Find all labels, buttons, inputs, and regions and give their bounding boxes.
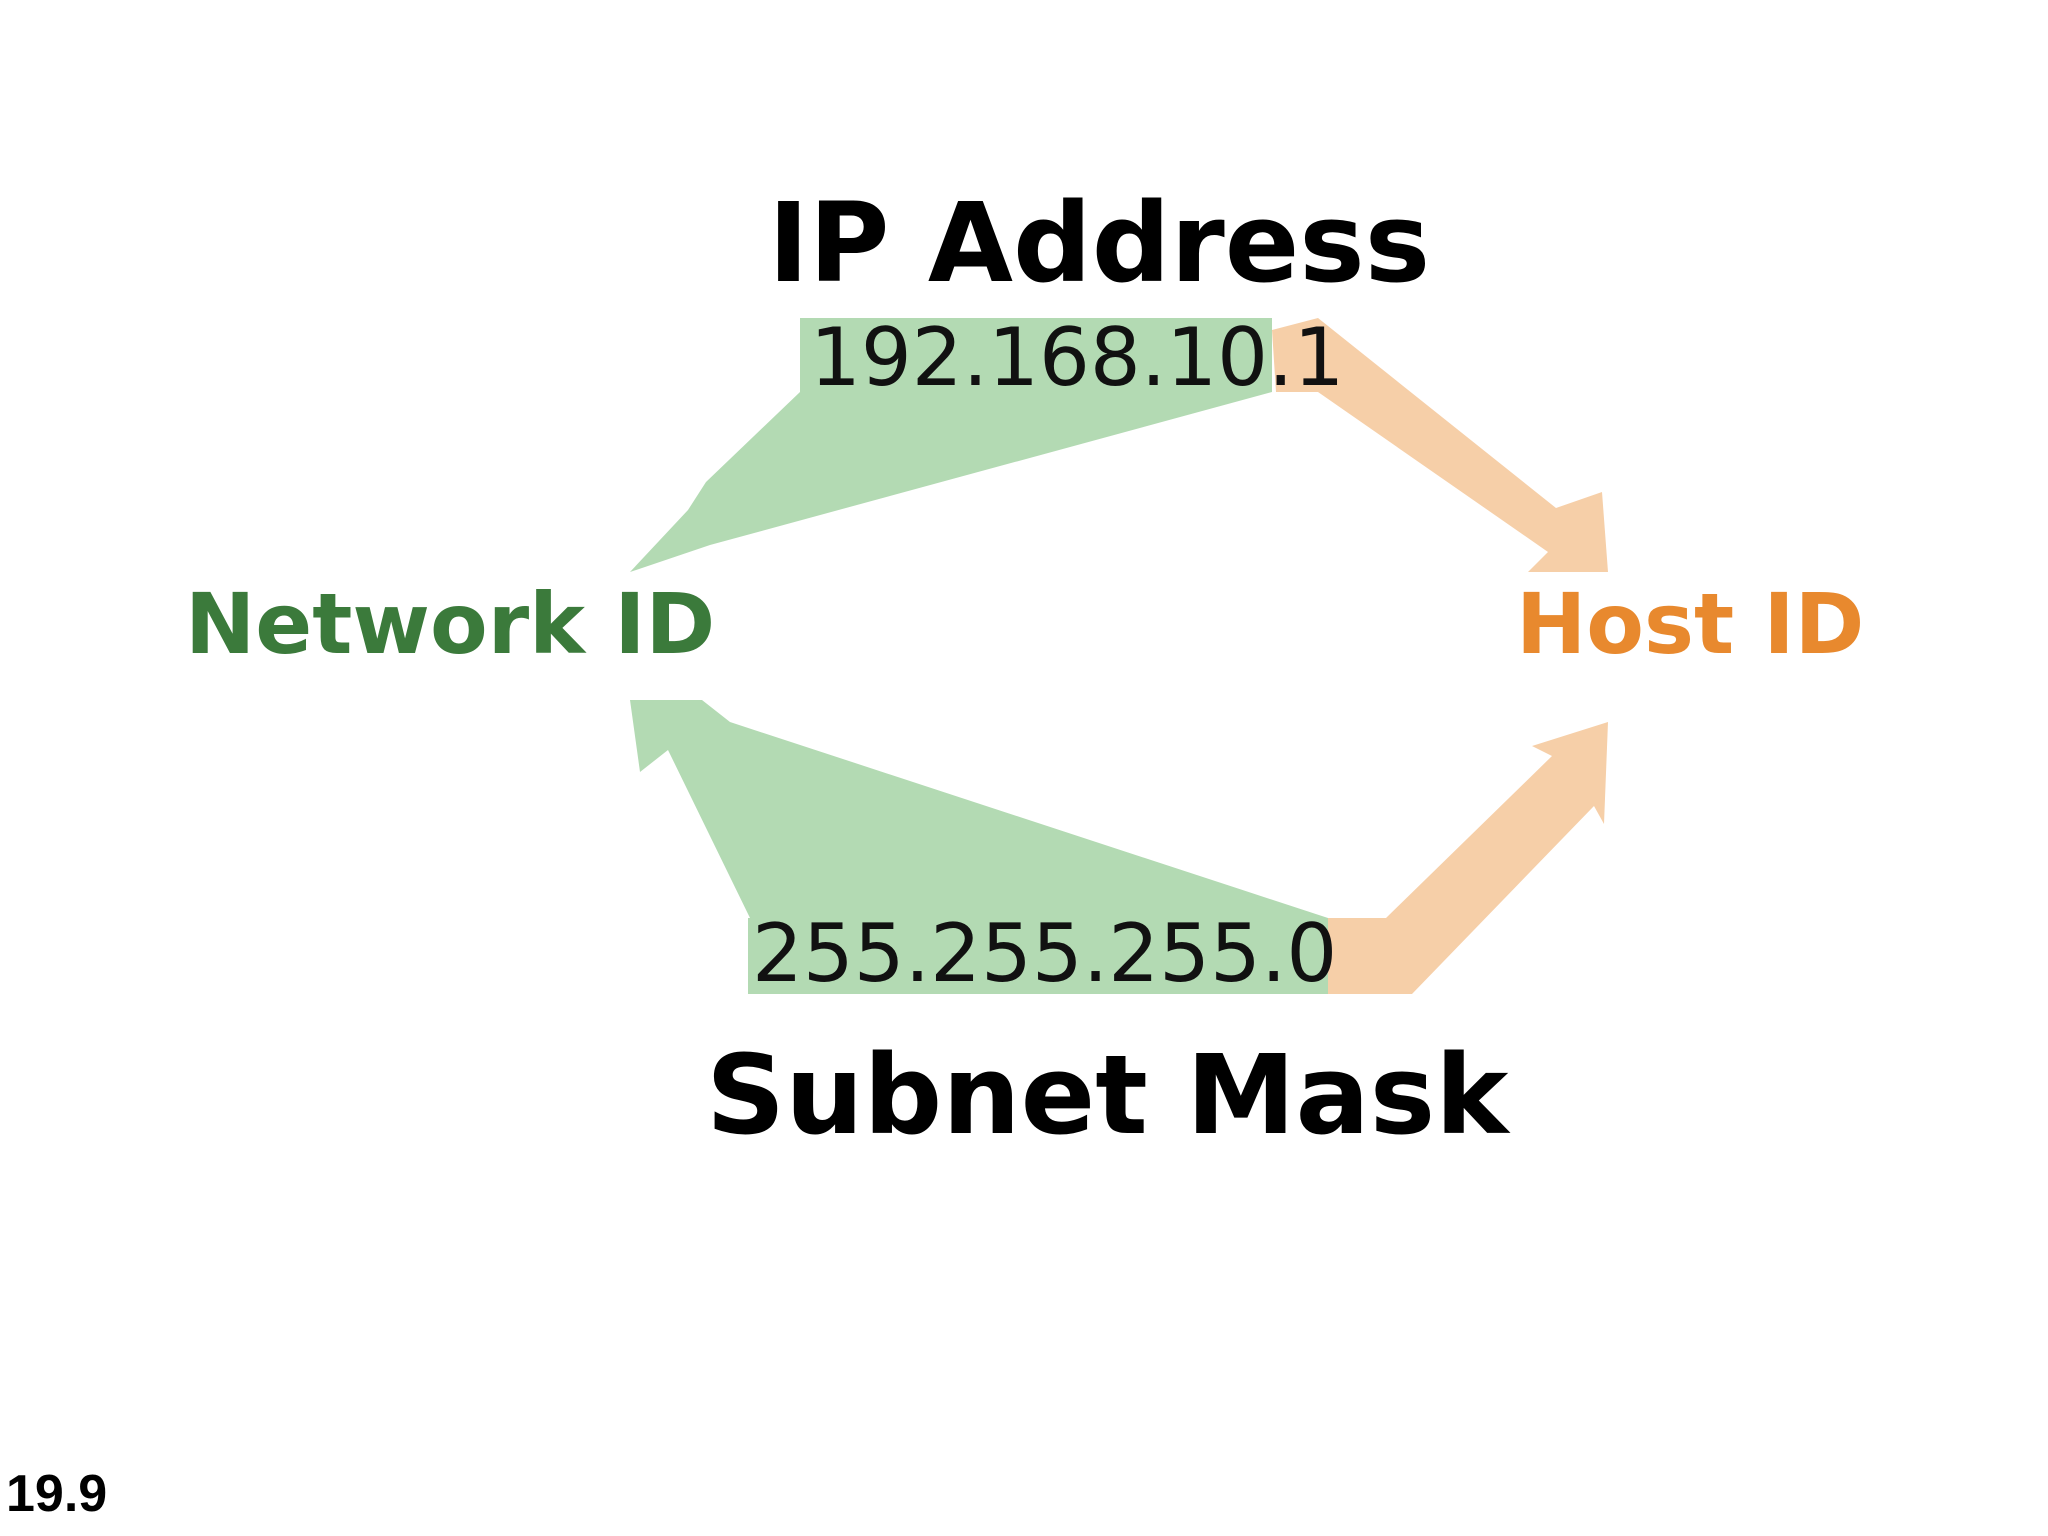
- subnet-mask-title: Subnet Mask: [706, 1031, 1509, 1159]
- ip-address-title: IP Address: [768, 179, 1431, 307]
- mask-to-host-arrow: [1328, 722, 1608, 994]
- mask-separator: .: [1260, 907, 1287, 1000]
- ip-to-host-arrow: [1272, 318, 1608, 572]
- subnet-mask-value: 255.255.255.0: [752, 914, 1337, 994]
- figure-number: 19.9: [6, 1465, 108, 1523]
- ip-to-network-arrow: [630, 392, 1272, 572]
- ip-network-highlight: [800, 318, 1272, 392]
- mask-network-part: 255.255.255: [752, 907, 1261, 1000]
- ip-address-value: 192.168.10.1: [810, 318, 1344, 398]
- network-id-label: Network ID: [185, 575, 716, 673]
- ip-network-part: 192.168.10: [810, 311, 1269, 404]
- ip-separator: .: [1268, 311, 1294, 404]
- mask-to-network-arrow: [630, 700, 1328, 994]
- ip-host-part: 1: [1293, 311, 1345, 404]
- mask-host-part: 0: [1286, 907, 1338, 1000]
- host-id-label: Host ID: [1516, 575, 1865, 673]
